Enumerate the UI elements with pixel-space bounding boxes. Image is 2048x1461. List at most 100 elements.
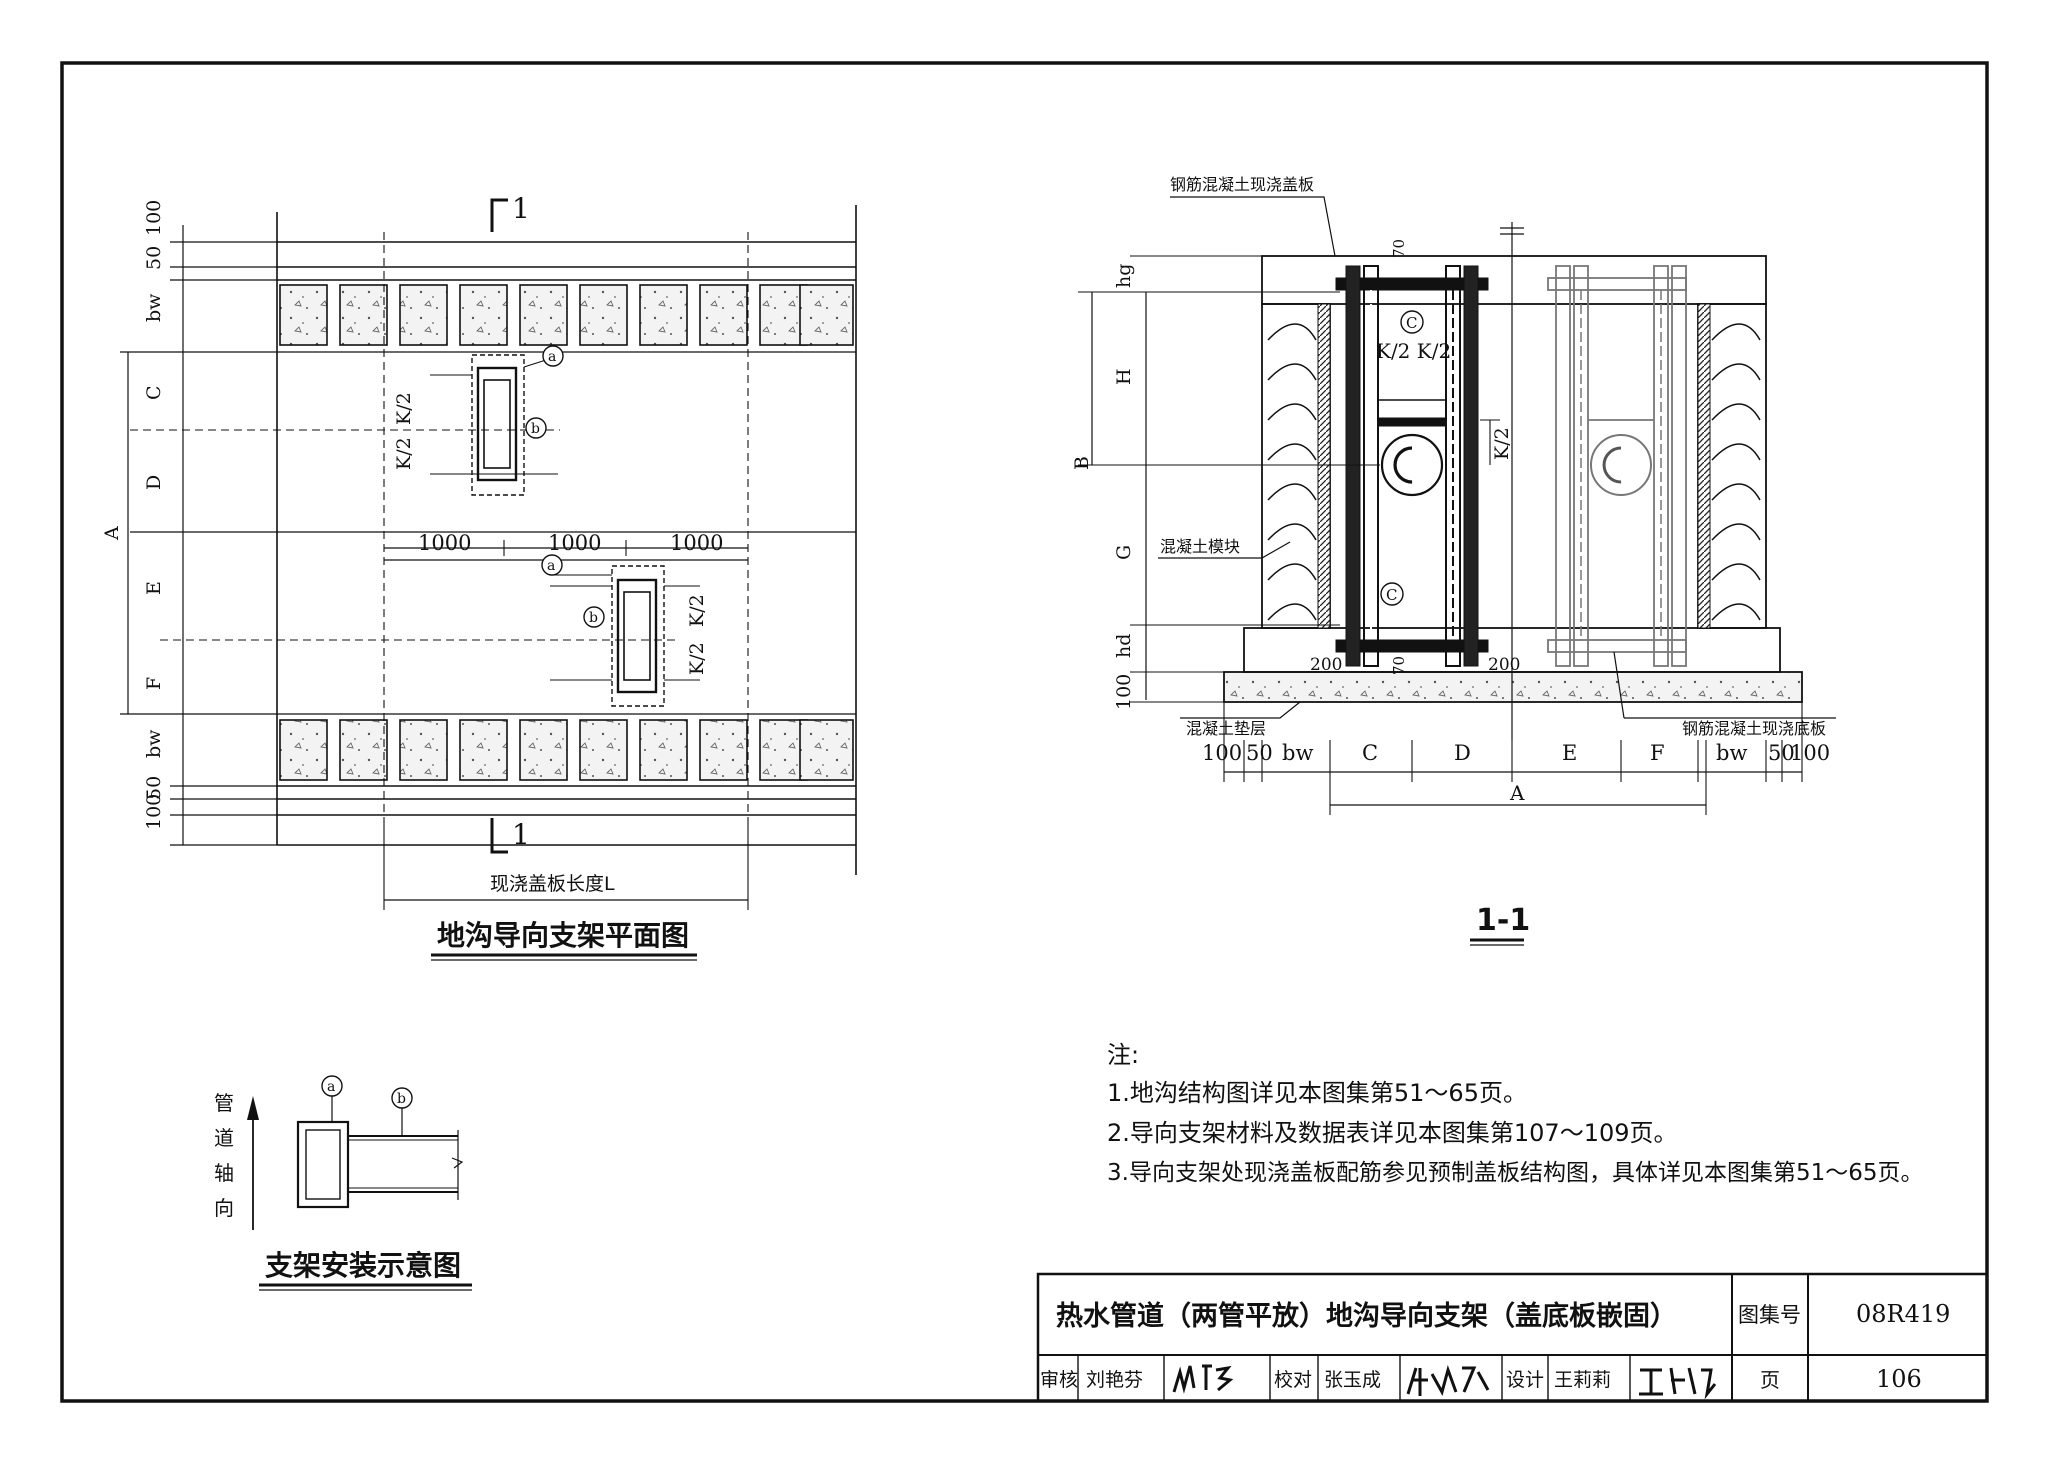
svg-text:D: D — [1454, 741, 1471, 765]
svg-text:C: C — [1362, 741, 1378, 765]
section-mark-top — [490, 198, 508, 232]
label-cover-slab: 钢筋混凝土现浇盖板 — [1170, 175, 1314, 194]
section-dim-200-right: 200 — [1488, 655, 1520, 675]
wall-left-blocks — [1267, 323, 1317, 621]
section-left-dims: hg H B G hd 100 — [1071, 264, 1135, 710]
note-3: 3.导向支架处现浇盖板配筋参见预制盖板结构图，具体详见本图集第51～65页。 — [1107, 1160, 1924, 1186]
rc-cover-slab — [1261, 255, 1767, 305]
svg-text:E: E — [143, 581, 165, 595]
plan-section-mark-top: 1 — [512, 192, 530, 225]
section-dim-A: A — [1509, 781, 1525, 805]
section-dim-200-left: 200 — [1310, 655, 1342, 675]
svg-text:hg: hg — [1113, 264, 1135, 288]
svg-text:K/2: K/2 — [393, 392, 415, 425]
plan-blocks-top — [279, 284, 854, 346]
plan-support-1 — [430, 354, 558, 496]
svg-text:轴: 轴 — [214, 1161, 234, 1185]
svg-text:D: D — [143, 475, 165, 490]
pipe-left — [1380, 433, 1444, 497]
plan-callout-b-1 — [525, 417, 547, 439]
tb-atlas-label: 图集号 — [1738, 1303, 1801, 1327]
section-dim-70-top: 70 — [1390, 239, 1408, 258]
svg-text:K/2: K/2 — [393, 437, 415, 470]
plan-title: 地沟导向支架平面图 — [437, 919, 689, 952]
svg-text:向: 向 — [214, 1196, 234, 1220]
svg-text:G: G — [1113, 545, 1135, 560]
svg-text:bw: bw — [1716, 741, 1747, 765]
signature-designer — [1639, 1367, 1717, 1400]
svg-text:bw: bw — [143, 729, 165, 758]
svg-text:E: E — [1562, 741, 1577, 765]
plan-left-dims: 100 50 bw C D A E F bw 50 100 — [101, 200, 165, 830]
plan-kk-labels: K/2 K/2 K/2 K/2 — [393, 392, 708, 675]
svg-text:C: C — [143, 385, 165, 400]
svg-text:50: 50 — [143, 776, 165, 800]
sheet-border — [60, 61, 1989, 1403]
section-kk-top: K/2 K/2 — [1376, 339, 1451, 363]
plan-callout-a-2 — [541, 554, 563, 576]
section-c-bottom: C — [1386, 586, 1397, 604]
tb-page-label: 页 — [1760, 1368, 1780, 1392]
label-concrete-block: 混凝土模块 — [1160, 537, 1240, 556]
plan-callout-b-2-text: b — [589, 610, 598, 626]
plan-length-label: 现浇盖板长度L — [490, 873, 615, 895]
tb-page-no: 106 — [1876, 1365, 1922, 1393]
support-frame-right — [1547, 265, 1687, 667]
section-view — [1078, 196, 1836, 815]
plan-spacing-2: 1000 — [548, 531, 601, 555]
tb-designer: 王莉莉 — [1554, 1369, 1611, 1391]
svg-text:50: 50 — [143, 246, 165, 270]
title-block — [1036, 1272, 1989, 1403]
svg-text:50: 50 — [1246, 741, 1273, 765]
support-frame-left — [1335, 265, 1489, 667]
install-callout-a-text: a — [327, 1079, 335, 1095]
plan-spacing-3: 1000 — [670, 531, 723, 555]
section-callout-c-bottom — [1380, 582, 1404, 606]
svg-text:H: H — [1113, 368, 1135, 385]
section-callout-c-top — [1400, 310, 1424, 334]
svg-text:hd: hd — [1113, 634, 1135, 658]
tb-review-label: 审核 — [1040, 1369, 1078, 1391]
svg-text:100: 100 — [1202, 741, 1242, 765]
section-kk-mid: K/2 — [1491, 427, 1513, 460]
plan-view — [120, 198, 857, 910]
svg-text:100: 100 — [143, 200, 165, 236]
svg-text:B: B — [1071, 456, 1093, 470]
install-callout-b-text: b — [397, 1091, 406, 1107]
section-title: 1-1 — [1476, 903, 1530, 938]
tb-reviewer: 刘艳芬 — [1086, 1369, 1143, 1391]
section-c-top: C — [1406, 314, 1417, 332]
svg-text:bw: bw — [143, 293, 165, 322]
svg-text:K/2: K/2 — [686, 642, 708, 675]
label-rc-base: 钢筋混凝土现浇底板 — [1682, 719, 1826, 738]
section-bottom-dims: 100 50 bw C D E F bw 50 100 — [1202, 741, 1830, 765]
svg-text:100: 100 — [143, 794, 165, 830]
install-title: 支架安装示意图 — [265, 1249, 461, 1282]
svg-text:F: F — [1650, 741, 1665, 765]
install-callout-a — [321, 1075, 343, 1097]
signature-checker — [1406, 1365, 1490, 1396]
plan-callout-b-2 — [583, 606, 605, 628]
svg-text:100: 100 — [1113, 674, 1135, 710]
notes-heading: 注: — [1107, 1041, 1140, 1069]
plan-callout-a-1-text: a — [548, 349, 556, 365]
svg-text:100: 100 — [1790, 741, 1830, 765]
plan-callout-b-1-text: b — [531, 421, 540, 437]
tb-design-label: 设计 — [1506, 1369, 1544, 1391]
svg-text:管: 管 — [214, 1091, 234, 1115]
section-mark-bottom — [490, 818, 508, 854]
svg-text:F: F — [143, 677, 165, 690]
tb-title: 热水管道（两管平放）地沟导向支架（盖底板嵌固） — [1056, 1300, 1677, 1332]
svg-text:50: 50 — [1768, 741, 1795, 765]
plan-blocks-bottom — [279, 719, 854, 781]
svg-text:K/2: K/2 — [686, 594, 708, 627]
tb-check-label: 校对 — [1274, 1369, 1312, 1391]
svg-text:bw: bw — [1282, 741, 1313, 765]
note-2: 2.导向支架材料及数据表详见本图集第107～109页。 — [1107, 1119, 1678, 1147]
install-callout-b — [391, 1087, 413, 1109]
plan-callout-a-1 — [542, 345, 564, 367]
install-sketch — [247, 1096, 464, 1230]
label-concrete-cushion: 混凝土垫层 — [1186, 719, 1266, 738]
